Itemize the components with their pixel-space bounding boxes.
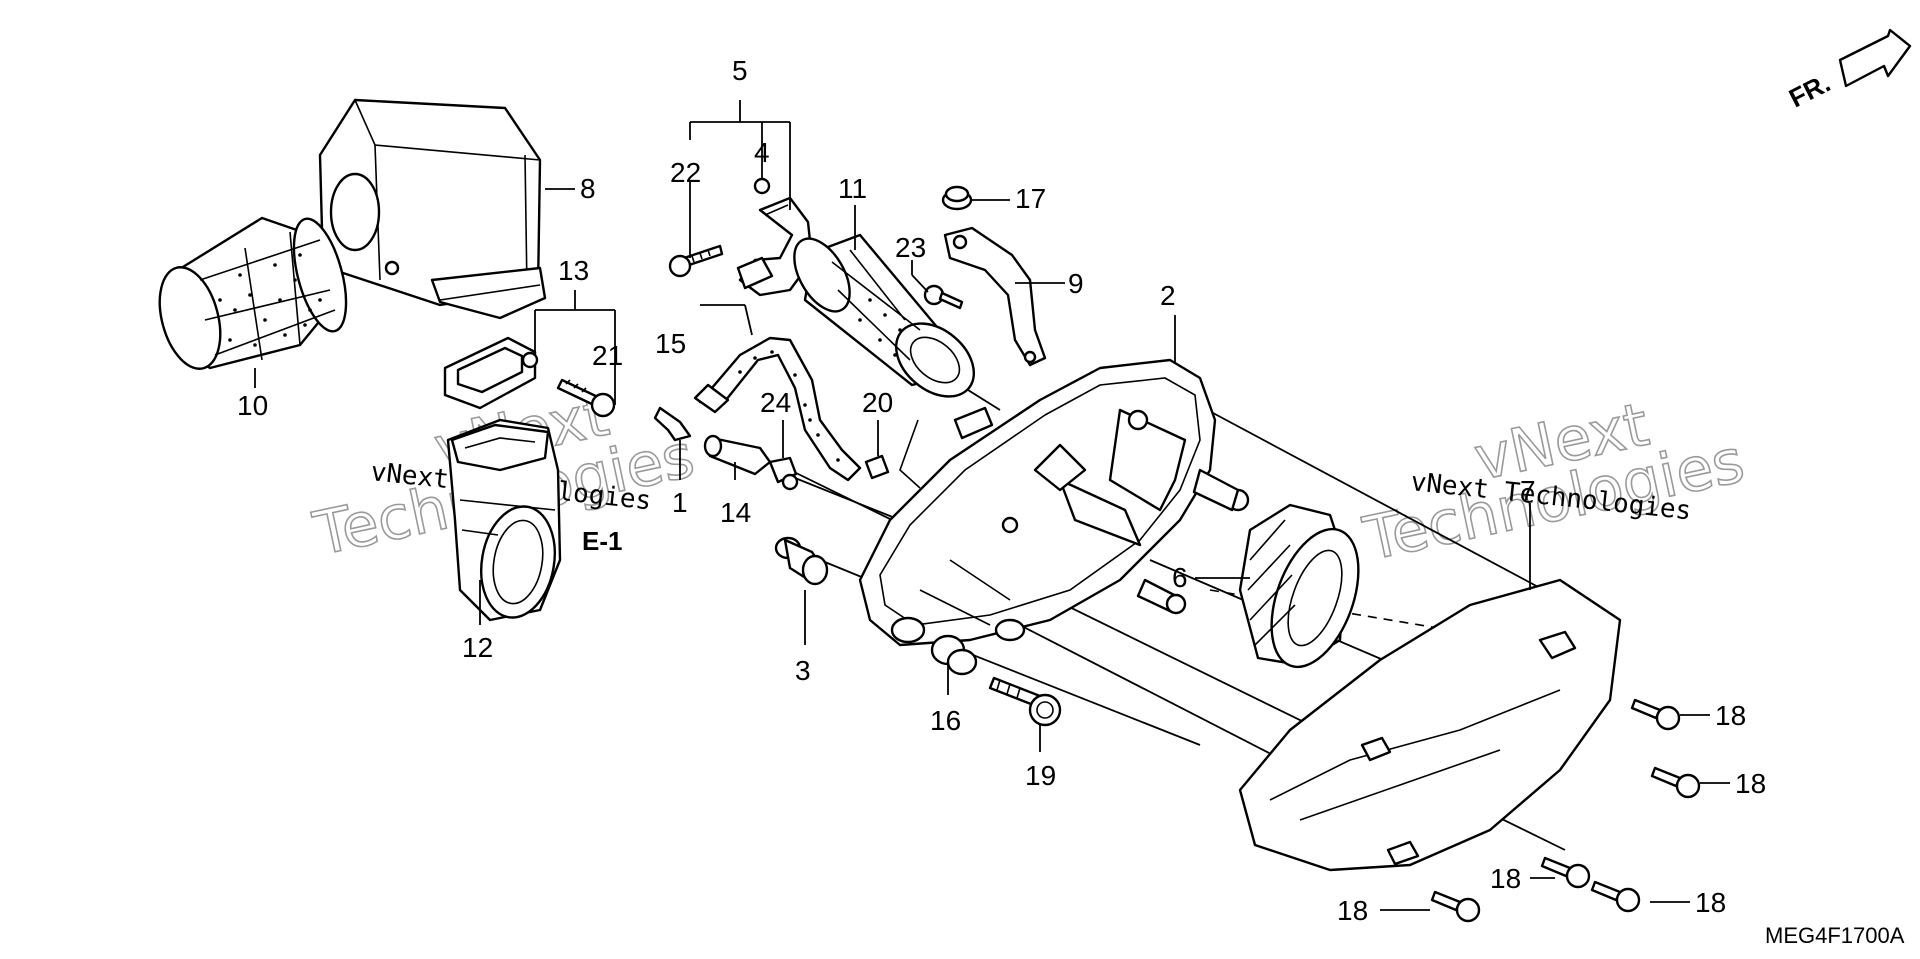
callout-21: 21 — [592, 340, 623, 371]
callout-18-e: 18 — [1337, 895, 1368, 926]
part-24-clip — [768, 456, 799, 491]
part-5-clamp — [736, 196, 814, 297]
front-direction-label: FR. — [1784, 68, 1835, 114]
part-23-bolt — [923, 284, 964, 310]
part-9-bracket — [943, 226, 1047, 367]
part-17-grommet — [941, 185, 973, 211]
part-18-screw-c — [1540, 856, 1591, 889]
callout-7: 7 — [1520, 475, 1536, 506]
callout-18-b: 18 — [1735, 768, 1766, 799]
part-11-funnel — [793, 233, 976, 398]
front-direction-indicator: FR. — [1784, 28, 1912, 114]
callout-5: 5 — [732, 55, 748, 86]
part-14-plug — [703, 434, 772, 476]
part-3-grommet — [774, 536, 829, 586]
part-22-screw — [668, 244, 724, 278]
part-1-clip — [653, 406, 692, 442]
part-20-clip — [864, 419, 921, 489]
callout-14: 14 — [720, 497, 751, 528]
part-8-cover — [318, 98, 547, 320]
part-18-screw-b — [1650, 766, 1701, 799]
part-16-grommet — [930, 634, 978, 676]
callout-24: 24 — [760, 387, 791, 418]
part-18-screws — [1430, 698, 1701, 923]
callout-18-a: 18 — [1715, 700, 1746, 731]
callout-17: 17 — [1015, 183, 1046, 214]
callout-8: 8 — [580, 173, 596, 204]
part-21-screw — [556, 378, 616, 418]
callout-15: 15 — [655, 328, 686, 359]
callout-16: 16 — [930, 705, 961, 736]
callout-9: 9 — [1068, 268, 1084, 299]
callout-13: 13 — [558, 255, 589, 286]
callout-6: 6 — [1172, 562, 1188, 593]
part-15-tube — [693, 336, 862, 482]
part-19-bolt — [988, 676, 1062, 727]
diagram-code: MEG4F1700A — [1765, 923, 1905, 948]
part-10-snorkel — [158, 216, 348, 370]
callout-2: 2 — [1160, 280, 1176, 311]
direction-arrow-icon — [1838, 28, 1912, 88]
part-4-nut — [753, 177, 771, 195]
callout-4: 4 — [754, 137, 770, 168]
part-18-screw-a — [1630, 698, 1681, 731]
part-18-screw-e — [1430, 890, 1481, 923]
callout-20: 20 — [862, 387, 893, 418]
callout-12: 12 — [462, 632, 493, 663]
part-6-filter — [1238, 503, 1360, 669]
part-13-gasket — [443, 336, 539, 410]
callout-23: 23 — [895, 232, 926, 263]
reference-label: E-1 — [582, 526, 622, 556]
callout-18-c: 18 — [1490, 863, 1521, 894]
part-7-cover — [1238, 578, 1622, 872]
watermark-right: Technologies vNext vNext Technologies — [1357, 389, 1751, 576]
callout-1: 1 — [672, 487, 688, 518]
callout-3: 3 — [795, 655, 811, 686]
callout-22: 22 — [670, 157, 701, 188]
part-2-housing — [858, 358, 1250, 647]
callout-11: 11 — [838, 173, 867, 204]
callout-19: 19 — [1025, 760, 1056, 791]
part-12-duct — [446, 418, 562, 622]
callout-18-d: 18 — [1695, 887, 1726, 918]
callout-10: 10 — [237, 390, 268, 421]
callout-leaders — [254, 100, 1730, 911]
callout-labels: 5 4 22 11 8 13 21 10 17 23 9 2 15 24 20 … — [237, 55, 1766, 926]
part-18-screw-d — [1590, 880, 1641, 913]
